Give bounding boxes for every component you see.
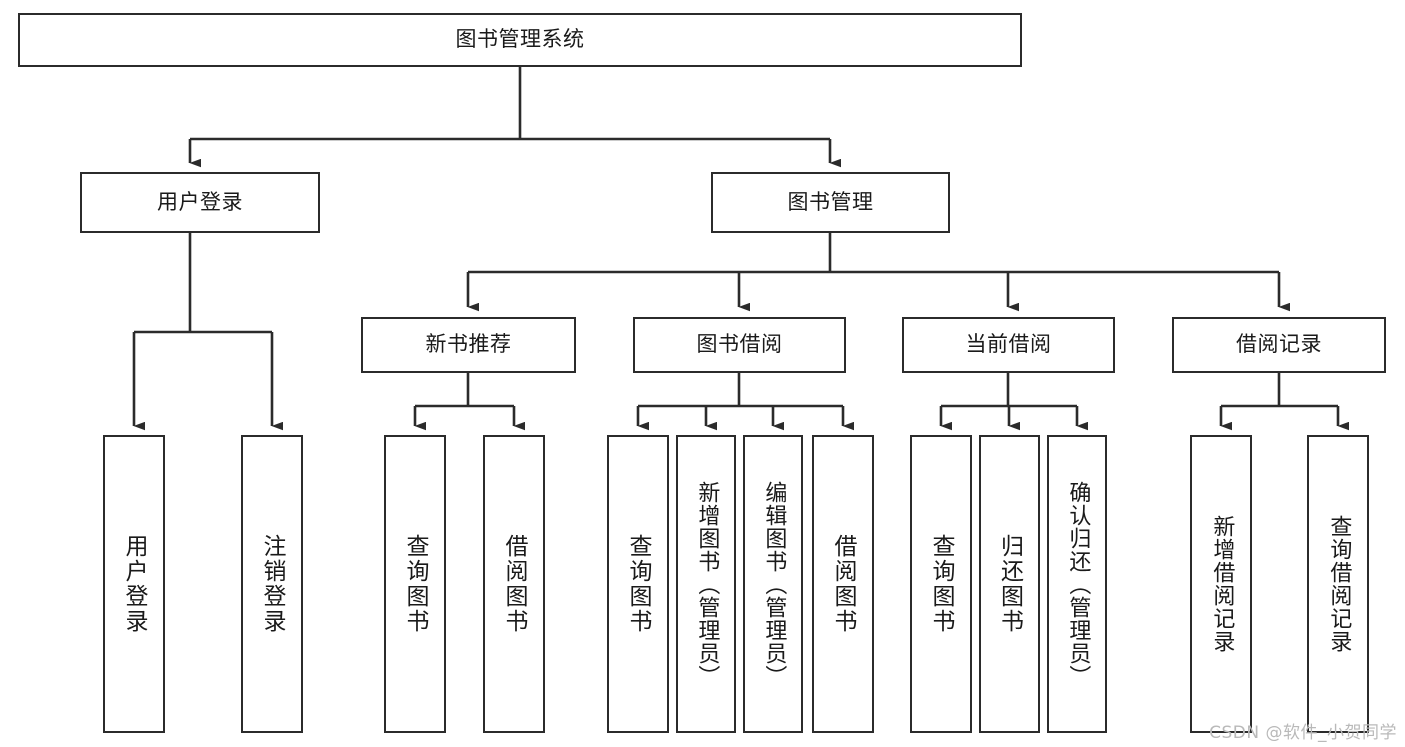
node-leaf-edit-book-label: 编辑图书（管理员） xyxy=(761,480,787,688)
node-leaf-borrow-book-2-label: 借阅图书 xyxy=(830,534,857,634)
node-book-manage[interactable]: 图书管理 xyxy=(711,172,950,233)
node-leaf-return-book[interactable]: 归还图书 xyxy=(979,435,1040,733)
node-leaf-query-book-2-label: 查询图书 xyxy=(625,534,652,634)
node-current-borrow-label: 当前借阅 xyxy=(965,332,1052,357)
node-new-book-rec-label: 新书推荐 xyxy=(425,332,512,357)
node-root[interactable]: 图书管理系统 xyxy=(18,13,1022,67)
node-leaf-return-book-label: 归还图书 xyxy=(996,534,1023,634)
node-leaf-add-book-label: 新增图书（管理员） xyxy=(694,480,720,688)
node-new-book-rec[interactable]: 新书推荐 xyxy=(361,317,576,373)
node-user-login-label: 用户登录 xyxy=(157,189,243,214)
node-leaf-query-book-1-label: 查询图书 xyxy=(402,534,429,634)
node-borrow-record[interactable]: 借阅记录 xyxy=(1172,317,1386,373)
node-leaf-query-record-label: 查询借阅记录 xyxy=(1326,515,1352,653)
node-leaf-confirm-return-label: 确认归还（管理员） xyxy=(1065,480,1091,688)
node-leaf-query-book-3-label: 查询图书 xyxy=(928,534,955,634)
node-book-borrow[interactable]: 图书借阅 xyxy=(633,317,846,373)
node-book-borrow-label: 图书借阅 xyxy=(696,332,783,357)
node-root-label: 图书管理系统 xyxy=(455,27,585,52)
node-leaf-query-book-1[interactable]: 查询图书 xyxy=(384,435,446,733)
node-leaf-edit-book[interactable]: 编辑图书（管理员） xyxy=(743,435,803,733)
node-book-manage-label: 图书管理 xyxy=(787,189,874,214)
node-user-login[interactable]: 用户登录 xyxy=(80,172,320,233)
node-leaf-borrow-book-2[interactable]: 借阅图书 xyxy=(812,435,874,733)
node-leaf-query-book-3[interactable]: 查询图书 xyxy=(910,435,972,733)
node-leaf-add-record-label: 新增借阅记录 xyxy=(1209,515,1235,653)
node-current-borrow[interactable]: 当前借阅 xyxy=(902,317,1115,373)
node-leaf-query-record[interactable]: 查询借阅记录 xyxy=(1307,435,1369,733)
node-borrow-record-label: 借阅记录 xyxy=(1236,332,1322,357)
node-leaf-borrow-book-1[interactable]: 借阅图书 xyxy=(483,435,545,733)
node-leaf-confirm-return[interactable]: 确认归还（管理员） xyxy=(1047,435,1107,733)
node-leaf-logout[interactable]: 注销登录 xyxy=(241,435,303,733)
node-leaf-add-book[interactable]: 新增图书（管理员） xyxy=(676,435,736,733)
node-leaf-borrow-book-1-label: 借阅图书 xyxy=(501,534,528,634)
node-leaf-logout-label: 注销登录 xyxy=(259,534,286,634)
node-leaf-user-login-label: 用户登录 xyxy=(121,534,148,634)
node-leaf-query-book-2[interactable]: 查询图书 xyxy=(607,435,669,733)
node-leaf-user-login[interactable]: 用户登录 xyxy=(103,435,165,733)
csdn-watermark: CSDN @软件_小贺同学 xyxy=(1209,723,1397,743)
node-leaf-add-record[interactable]: 新增借阅记录 xyxy=(1190,435,1252,733)
